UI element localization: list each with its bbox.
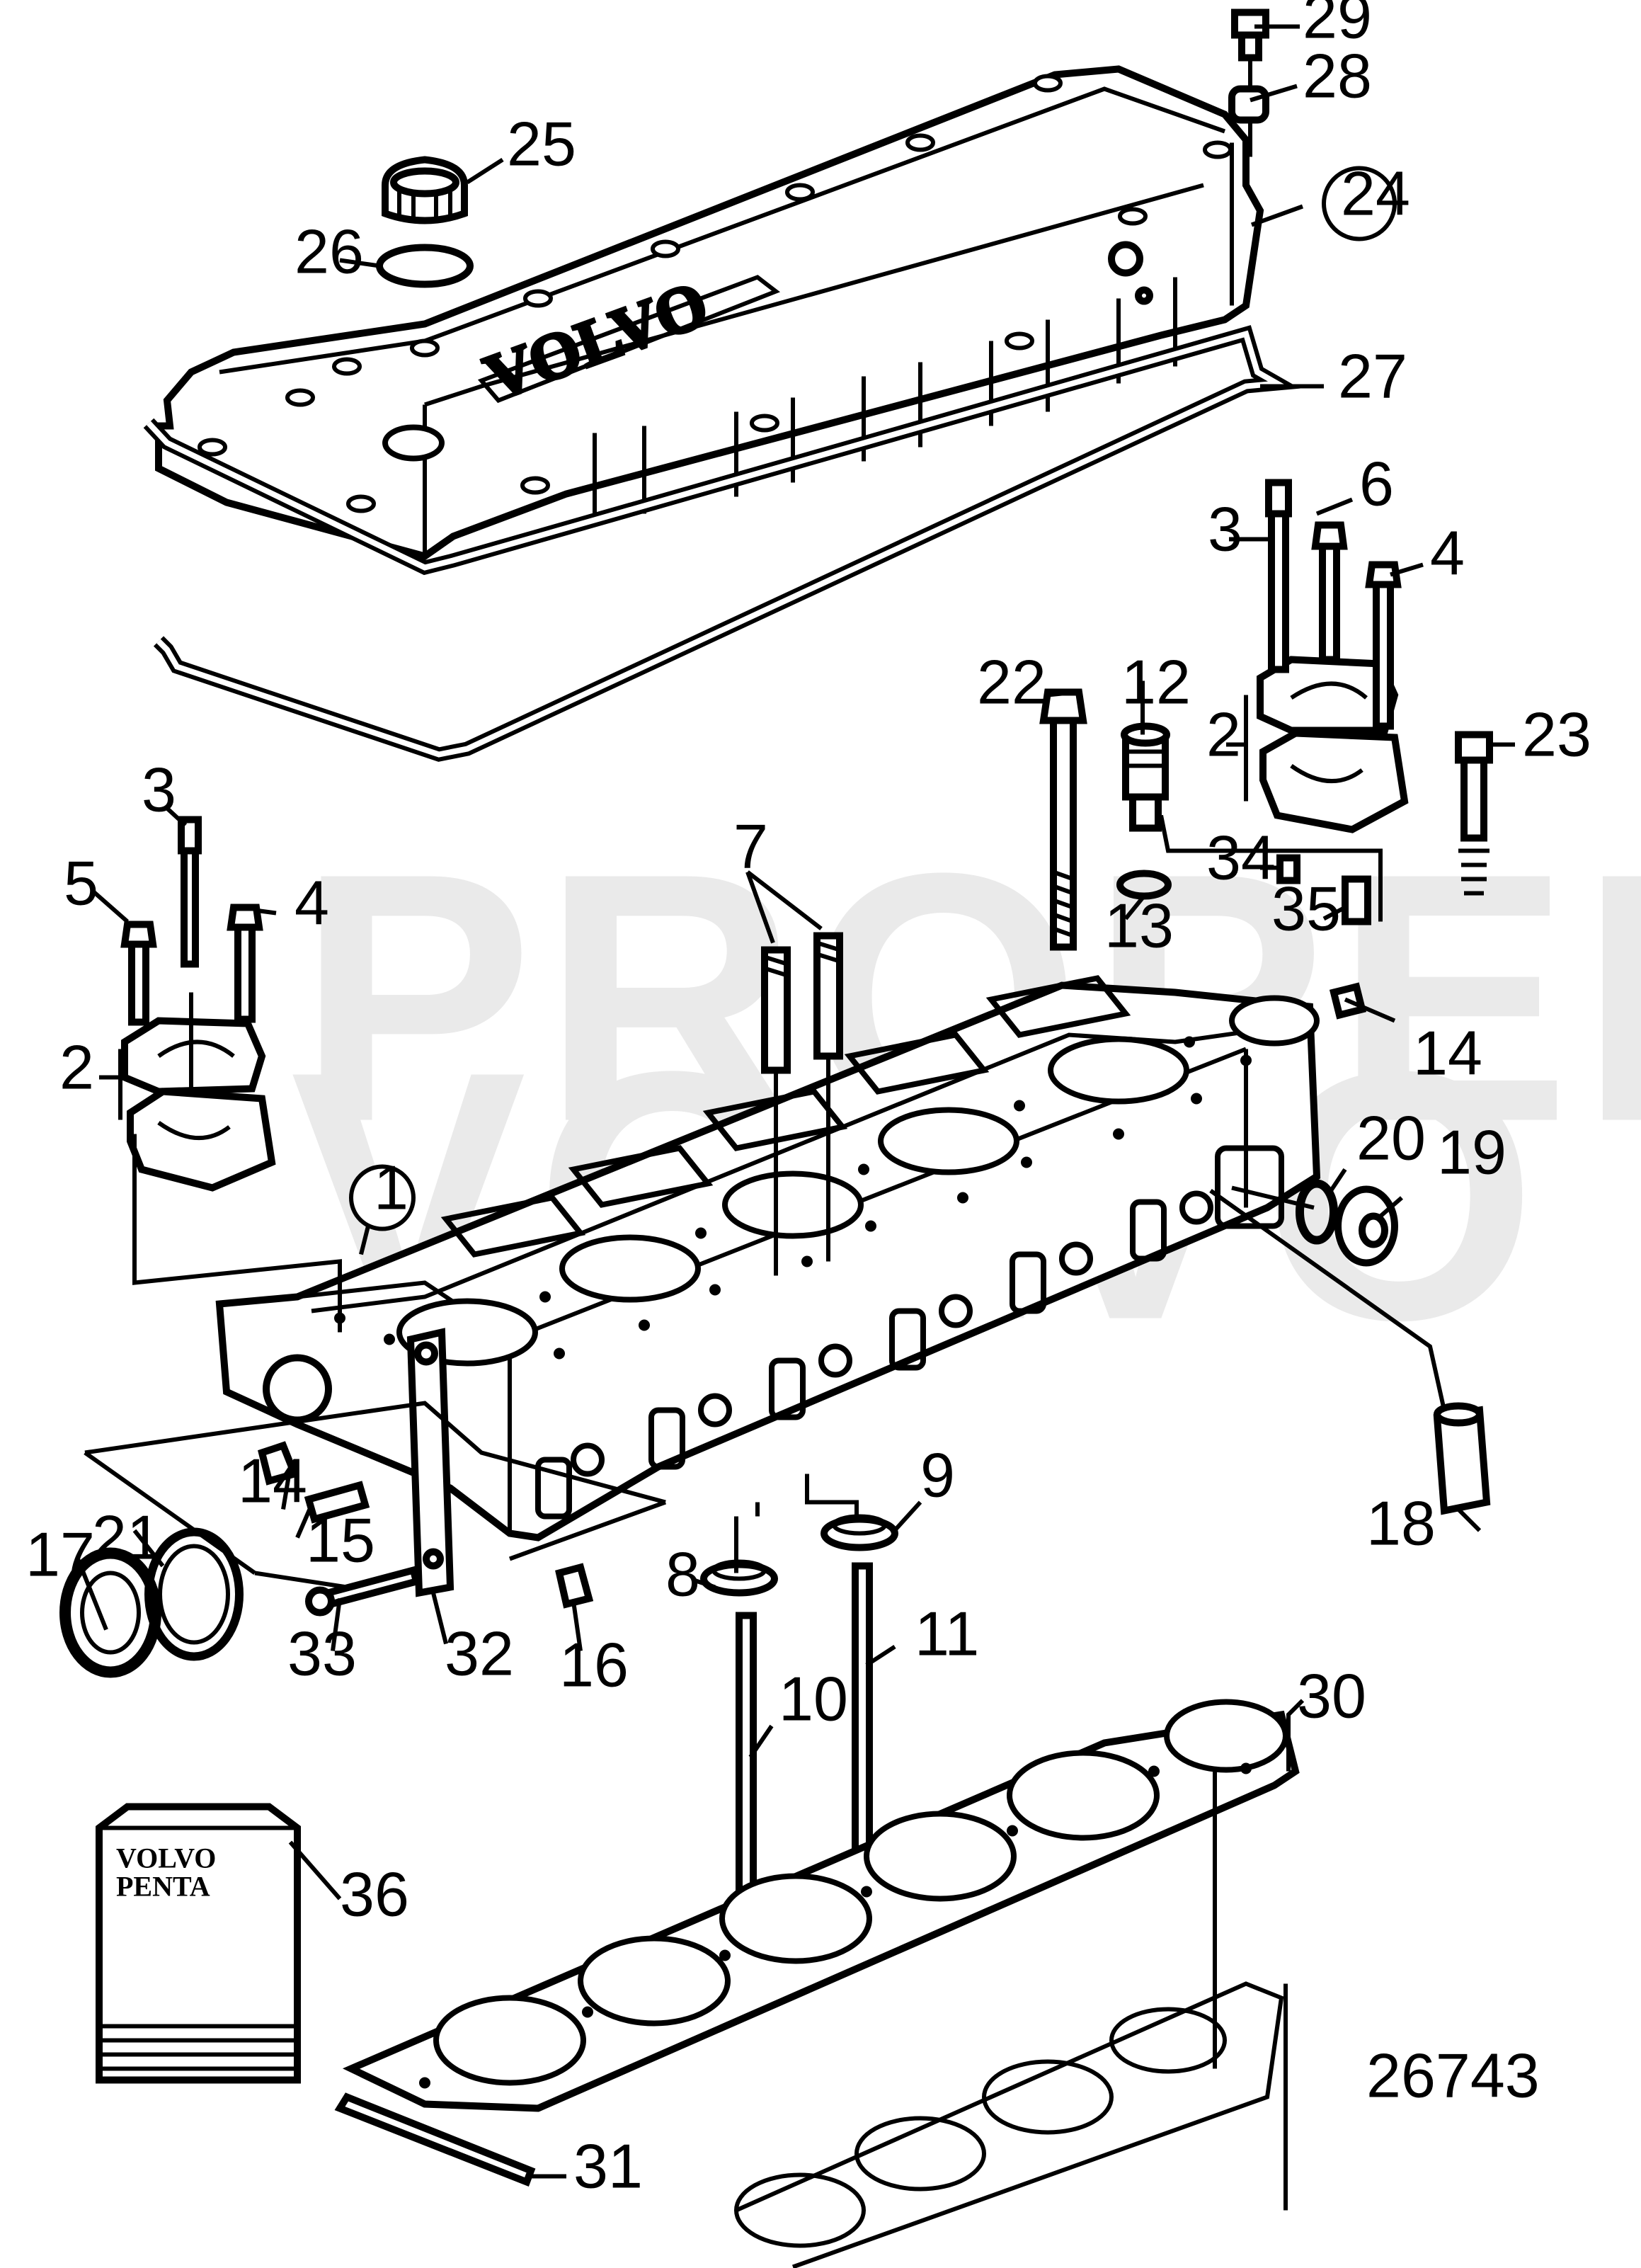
valve-cover[interactable]: VOLVO xyxy=(155,65,1264,560)
callout-30: 30 xyxy=(1297,1661,1366,1731)
callout-24: 24 xyxy=(1341,159,1410,229)
callout-33: 33 xyxy=(287,1619,357,1689)
callout-32: 32 xyxy=(445,1619,514,1689)
callout-12: 12 xyxy=(1121,647,1191,717)
callout-3-left: 3 xyxy=(142,755,176,825)
callout-2-left: 2 xyxy=(59,1032,94,1102)
callout-8: 8 xyxy=(665,1539,700,1609)
callout-35: 35 xyxy=(1271,874,1341,944)
bracket-bolts-left[interactable] xyxy=(120,816,263,1026)
callout-25: 25 xyxy=(507,109,576,179)
gasket-kit-box[interactable]: VOLVO PENTA xyxy=(96,1803,301,2084)
callout-2-right: 2 xyxy=(1206,700,1241,770)
callout-9: 9 xyxy=(920,1440,955,1510)
callout-22: 22 xyxy=(977,647,1046,717)
plug-sleeve[interactable] xyxy=(1433,1402,1491,1515)
callout-14-front: 14 xyxy=(238,1446,307,1516)
callout-21: 21 xyxy=(92,1503,161,1573)
cylinder-head-gasket[interactable] xyxy=(342,1699,1300,2112)
callout-circle-1 xyxy=(349,1164,416,1231)
callout-15: 15 xyxy=(306,1505,375,1575)
box-logo-line-1: VOLVO xyxy=(116,1842,216,1874)
temperature-sensor[interactable] xyxy=(1455,731,1493,896)
rear-cover-plug[interactable] xyxy=(1334,1185,1398,1267)
callout-20: 20 xyxy=(1356,1103,1426,1173)
guide-sleeve[interactable] xyxy=(1342,875,1371,925)
callout-13: 13 xyxy=(1104,891,1174,961)
callout-1: 1 xyxy=(374,1153,408,1223)
callout-23: 23 xyxy=(1522,700,1591,770)
callout-3-right: 3 xyxy=(1208,494,1242,564)
callout-17: 17 xyxy=(25,1520,95,1590)
callout-6: 6 xyxy=(1359,449,1394,519)
oil-filler-opening xyxy=(382,424,445,462)
callout-5: 5 xyxy=(64,848,98,918)
sleeve[interactable] xyxy=(304,1481,370,1524)
bearing-bracket-right[interactable] xyxy=(1257,656,1409,833)
callout-19: 19 xyxy=(1437,1117,1506,1187)
expansion-plug-lower[interactable] xyxy=(555,1563,594,1609)
callout-29: 29 xyxy=(1303,0,1372,52)
callout-circle-24 xyxy=(1322,166,1397,241)
cylinder-head-gasket-alt xyxy=(734,1981,1284,2268)
valve-stem-seal-9[interactable] xyxy=(820,1514,898,1551)
gasket-guide[interactable] xyxy=(334,2092,536,2187)
cover-bolt-holes xyxy=(198,74,1233,513)
cover-bolt-grommet[interactable] xyxy=(1228,85,1269,124)
cover-bolt[interactable] xyxy=(1231,8,1269,62)
callout-4-left: 4 xyxy=(295,868,329,938)
callout-10: 10 xyxy=(779,1664,848,1734)
expansion-plug-front[interactable] xyxy=(258,1441,299,1486)
callout-16: 16 xyxy=(559,1630,629,1700)
callout-18: 18 xyxy=(1366,1488,1436,1558)
callout-28: 28 xyxy=(1303,41,1372,111)
front-seal[interactable] xyxy=(59,1547,161,1678)
lifting-eye-screw[interactable] xyxy=(305,1566,421,1617)
callout-labels: 29 28 25 26 24 27 3 6 4 22 12 2 23 34 35… xyxy=(25,0,1591,2201)
bearing-bracket-left[interactable] xyxy=(121,1017,276,1192)
injector-sleeve[interactable] xyxy=(1121,722,1170,832)
valve-stem-seal-8[interactable] xyxy=(700,1559,778,1597)
figure-number: 26743 xyxy=(1366,2041,1540,2111)
callout-31: 31 xyxy=(573,2131,643,2201)
callout-7: 7 xyxy=(733,811,768,882)
bracket-bolts-right[interactable] xyxy=(1265,479,1402,730)
callout-26: 26 xyxy=(295,217,364,287)
callout-4-right: 4 xyxy=(1430,518,1465,588)
oil-filler-cap[interactable] xyxy=(382,156,468,224)
callout-34: 34 xyxy=(1206,823,1276,893)
callout-14-rear: 14 xyxy=(1413,1018,1482,1088)
callout-27: 27 xyxy=(1338,341,1407,411)
leader-lines xyxy=(76,24,1515,2179)
cylinder-head-bolt[interactable] xyxy=(1039,688,1087,951)
cylinder-head-holes xyxy=(334,1036,1252,1360)
callout-11: 11 xyxy=(915,1599,979,1669)
filler-cap-o-ring[interactable] xyxy=(376,244,474,288)
callout-36: 36 xyxy=(340,1859,409,1930)
rear-o-ring[interactable] xyxy=(1296,1179,1338,1245)
lifting-eye[interactable] xyxy=(406,1328,454,1597)
box-logo-line-2: PENTA xyxy=(116,1871,210,1903)
intake-ports xyxy=(535,1190,1213,1520)
